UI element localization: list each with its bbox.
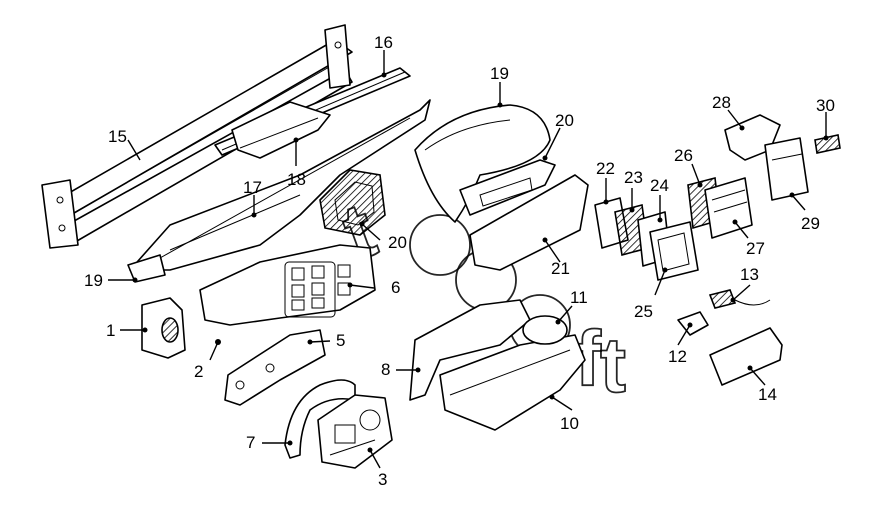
part-5-trim-strip (224, 329, 326, 406)
part-19-end-cap (127, 254, 166, 283)
callout-6: 7 (246, 433, 255, 452)
callout-17: 17 (243, 178, 262, 197)
callout-28: 26 (674, 146, 693, 165)
callout-20: 20 (388, 233, 407, 252)
callout-8: 8 (381, 360, 390, 379)
part-1-side-vent (141, 297, 186, 359)
callout-27: 25 (634, 302, 653, 321)
watermark-t2: t (600, 321, 626, 409)
callout-21: 19 (490, 64, 509, 83)
watermark-o1 (409, 214, 471, 276)
callout-13: 13 (740, 265, 759, 284)
callout-22: 20 (555, 111, 574, 130)
part-3-instrument-cluster (317, 394, 393, 469)
part-21-dash-top-cover (414, 104, 551, 223)
callout-2: 2 (194, 362, 203, 381)
callout-32: 30 (816, 96, 835, 115)
part-13-connector (708, 289, 771, 309)
callout-12: 12 (668, 347, 687, 366)
callout-3: 3 (378, 470, 387, 489)
callout-31: 29 (801, 214, 820, 233)
callout-18: 18 (287, 170, 306, 189)
part-20-vent-grille (319, 169, 386, 236)
callout-5: 5 (336, 331, 345, 350)
part-27-module (649, 221, 699, 281)
callout-23: 21 (551, 259, 570, 278)
callout-10: 10 (560, 414, 579, 433)
callout-16: 16 (374, 33, 393, 52)
callout-7: 6 (391, 278, 400, 297)
callout-25: 23 (624, 168, 643, 187)
part-10-console-base (439, 334, 586, 431)
part-18-defroster-duct (231, 101, 331, 159)
callouts: 15 16 17 18 19 20 19 20 21 22 23 24 25 2… (84, 33, 835, 489)
callout-19: 19 (84, 271, 103, 290)
part-17-upper-dash-panel (129, 99, 431, 271)
callout-30: 28 (712, 93, 731, 112)
callout-24: 22 (596, 159, 615, 178)
callout-1: 1 (106, 321, 115, 340)
part-23-center-panel (469, 174, 589, 271)
callout-26: 24 (650, 176, 669, 195)
part-22-panel (459, 159, 556, 216)
part-8-console-side (409, 299, 531, 401)
part-29-fuse-box (704, 177, 753, 239)
callout-14: 14 (758, 385, 777, 404)
part-14-lower-cover (709, 327, 783, 386)
part-12-clip (677, 311, 709, 336)
part-32-small-fuse (814, 134, 841, 154)
part-7-instrument-bezel (199, 244, 376, 326)
part-31-control-box (764, 137, 809, 201)
callout-29: 27 (746, 239, 765, 258)
callout-11: 11 (570, 288, 588, 307)
callout-15: 15 (108, 127, 127, 146)
